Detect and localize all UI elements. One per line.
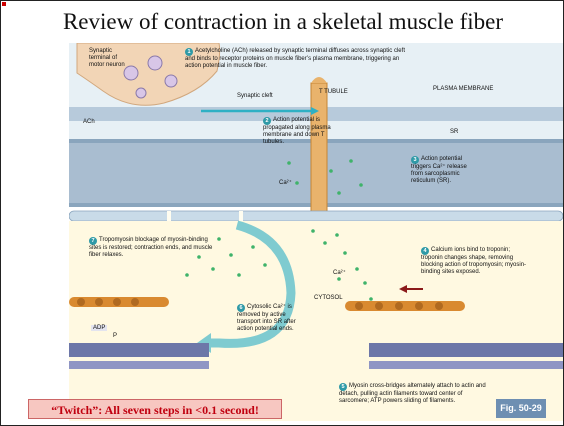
- label-sr: SR: [450, 129, 458, 135]
- label-cytosol: CYTOSOL: [314, 295, 343, 301]
- figure-label: Fig. 50-29: [496, 399, 546, 418]
- step-7-number: 7: [89, 237, 97, 245]
- diagram: [69, 43, 563, 421]
- slide-title: Review of contraction in a skeletal musc…: [1, 9, 564, 35]
- label-adp: ADP: [91, 325, 107, 331]
- label-pi: P: [113, 333, 117, 339]
- step-6-text: Cytosolic Ca²⁺ is removed by active tran…: [237, 304, 296, 332]
- label-ach: ACh: [83, 119, 95, 125]
- step-3-number: 3: [411, 156, 419, 164]
- vesicle: [136, 88, 146, 98]
- step-2-number: 2: [263, 117, 271, 125]
- t-tubule: [311, 83, 327, 221]
- twitch-note: “Twitch”: All seven steps in <0.1 second…: [28, 399, 282, 419]
- step-5-text: Myosin cross-bridges alternately attach …: [339, 383, 486, 404]
- sr-gap: [167, 211, 171, 221]
- label-ca-small: Ca²⁺: [333, 269, 346, 276]
- label-t-tubule: T TUBULE: [319, 89, 348, 95]
- step-1-number: 1: [185, 48, 193, 56]
- sr-lower: [69, 211, 563, 221]
- label-synaptic-terminal: Synaptic terminal of motor neuron: [89, 48, 129, 69]
- sr-gap: [239, 211, 243, 221]
- label-ca-main: Ca²⁺: [279, 179, 292, 186]
- diagram-graphic: [69, 43, 563, 421]
- label-plasma-membrane: PLASMA MEMBRANE: [433, 86, 493, 92]
- corner-mark: [2, 2, 6, 6]
- vesicle: [165, 75, 177, 87]
- vesicle: [148, 56, 162, 70]
- step-6-number: 6: [237, 304, 245, 312]
- label-synaptic-cleft: Synaptic cleft: [237, 93, 273, 99]
- step-2-text: Action potential is propagated along pla…: [263, 117, 331, 145]
- step-3-text: Action potential triggers Ca²⁺ release f…: [411, 156, 467, 184]
- step-4-number: 4: [421, 247, 429, 255]
- step-7-text: Tropomyosin blockage of myosin-binding s…: [89, 237, 212, 258]
- step-4-text: Calcium ions bind to troponin; troponin …: [421, 247, 526, 275]
- step-1-text: Acetylcholine (ACh) released by synaptic…: [185, 48, 405, 69]
- step-5-number: 5: [339, 383, 347, 391]
